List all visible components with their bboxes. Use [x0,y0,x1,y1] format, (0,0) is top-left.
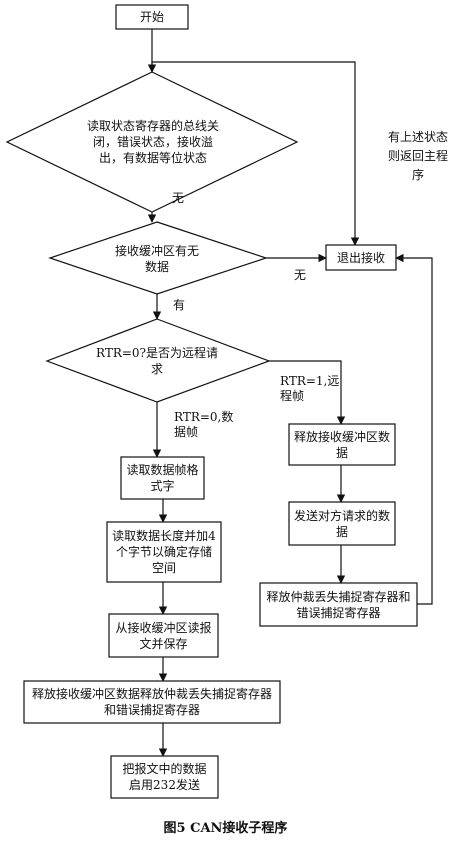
edge-regs-exit [395,253,433,605]
read-status-label: 读取状态寄存器的总线关闭，错误状态，接收溢出，有数据等位状态 [86,119,219,165]
no-status-label: 无 [172,191,185,205]
send-reply-label: 发送对方请求的数据 [293,508,390,539]
rtr1-label: RTR=1,远程帧 [280,374,340,403]
release-all-label: 释放接收缓冲区数据释放仲裁丢失捕捉寄存器和错误捕捉寄存器 [31,687,272,717]
read-length-label: 读取数据长度并加4个字节以确定存储空间 [112,529,216,575]
rtr-label: RTR=0?是否为远程请求 [96,346,218,376]
has-data-yes-label: 有 [173,298,186,312]
status-return-note: 有上述状态则返回主程序 [387,130,448,182]
rtr0-label: RTR=0,数据帧 [174,410,234,439]
release-regs-label: 释放仲裁丢失捕捉寄存器和错误捕捉寄存器 [266,589,411,620]
edge-status-exit [151,61,360,246]
start-label: 开始 [139,10,164,24]
read-format-label: 读取数据帧格式字 [126,463,199,493]
exit-label: 退出接收 [336,250,385,265]
read-save-label: 从接收缓冲区读报文并保存 [115,620,212,651]
has-data-label: 接收缓冲区有无数据 [114,244,199,274]
release-buf-label: 释放接收缓冲区数据 [293,429,390,460]
no-data-label: 无 [294,268,307,282]
edge-rtr-release [269,360,346,425]
send-232-label: 把报文中的数据启用232发送 [122,762,207,792]
release-all-box [23,680,281,724]
figure-caption: 图5 CAN接收子程序 [163,821,288,836]
